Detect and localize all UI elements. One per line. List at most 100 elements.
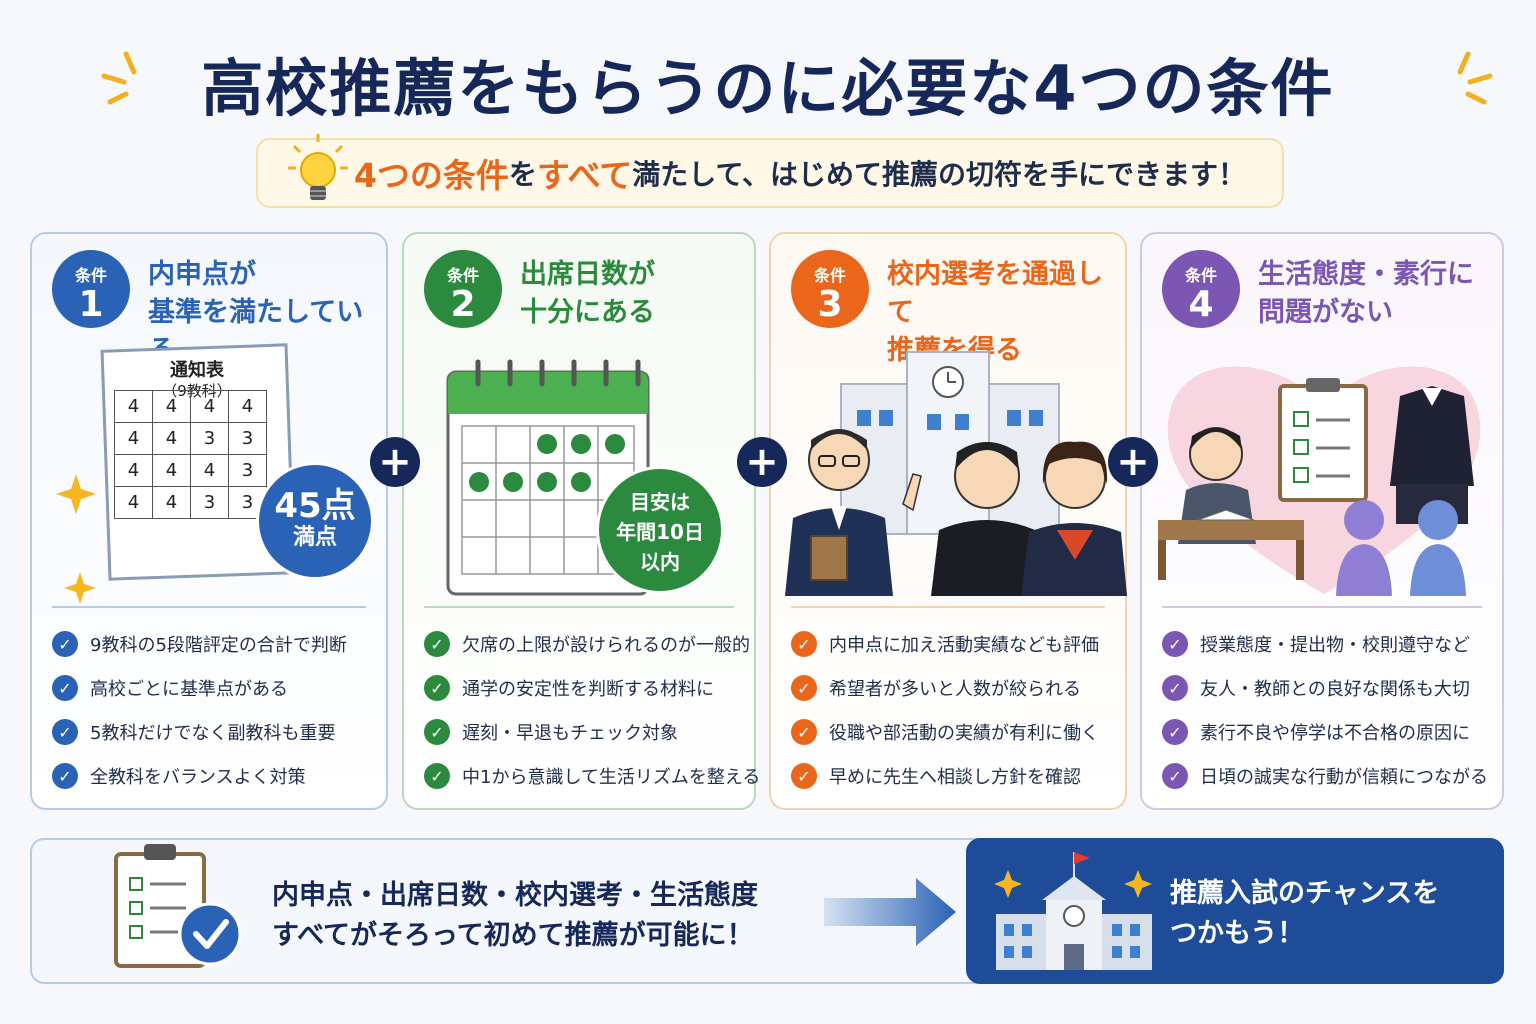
behavior-illustration [1158, 366, 1481, 596]
list-item: ✓授業態度・提出物・校則遵守など [1162, 622, 1488, 666]
subtitle-banner: 4つの条件 を すべて 満たして、はじめて推薦の切符を手にできます！ [256, 138, 1284, 208]
grade-cell: 4 [152, 422, 191, 455]
school-building-icon [994, 852, 1152, 970]
checkmark-icon: ✓ [791, 675, 817, 701]
student-girl-icon [1021, 441, 1127, 596]
arrow-right-icon [824, 878, 956, 946]
grade-cell: 4 [152, 454, 191, 487]
clipboard-checklist-icon [1278, 378, 1368, 502]
grade-cell: 4 [114, 390, 153, 423]
score-value: 45点 [274, 486, 356, 526]
checkmark-icon: ✓ [424, 719, 450, 745]
condition-badge: 条件 4 [1162, 250, 1240, 328]
condition-title-line: 十分にある [520, 297, 655, 328]
school-building-icon [840, 351, 1060, 535]
condition-badge: 条件 3 [791, 250, 869, 328]
condition-bullets: ✓欠席の上限が設けられるのが一般的 ✓通学の安定性を判断する材料に ✓遅刻・早退… [424, 622, 760, 798]
list-item: ✓内申点に加え活動実績なども評価 [791, 622, 1099, 666]
condition-bullets: ✓内申点に加え活動実績なども評価 ✓希望者が多いと人数が絞られる ✓役職や部活動… [791, 622, 1099, 798]
list-item: ✓友人・教師との良好な関係も大切 [1162, 666, 1488, 710]
badge-label: 条件 [446, 266, 479, 285]
condition-card-2: 条件 2 出席日数が 十分にある 目安は 年間10日 以内 [402, 232, 760, 810]
checkmark-icon: ✓ [52, 763, 78, 789]
checkmark-icon: ✓ [791, 631, 817, 657]
grade-cell: 4 [190, 390, 229, 423]
checkmark-icon: ✓ [791, 763, 817, 789]
grade-cell: 4 [114, 486, 153, 519]
badge-label: 条件 [74, 266, 107, 285]
divider [424, 606, 734, 608]
badge-number: 3 [817, 284, 843, 325]
grade-cell: 4 [152, 486, 191, 519]
goal-text: 推薦入試のチャンスを つかもう！ [1170, 878, 1440, 949]
badge-number: 4 [1188, 284, 1214, 325]
sparkle-icon [56, 474, 96, 514]
handshake-people-icon [1336, 500, 1466, 596]
grade-cell: 3 [190, 486, 229, 519]
grade-cell: 4 [152, 390, 191, 423]
subtitle-highlight-1: 4つの条件 [353, 156, 509, 195]
subtitle-text: 満たして、はじめて推薦の切符を手にできます！ [632, 158, 1247, 191]
list-item: ✓欠席の上限が設けられるのが一般的 [424, 622, 760, 666]
divider [791, 606, 1105, 608]
accent-lines-icon [101, 51, 137, 105]
list-item: ✓5教科だけでなく副教科も重要 [52, 710, 347, 754]
checkmark-icon: ✓ [52, 631, 78, 657]
list-item: ✓全教科をバランスよく対策 [52, 754, 347, 798]
list-item: ✓早めに先生へ相談し方針を確認 [791, 754, 1099, 798]
checkmark-icon: ✓ [791, 719, 817, 745]
subtitle-text: を [508, 158, 537, 191]
checkmark-icon: ✓ [52, 675, 78, 701]
list-item: ✓役職や部活動の実績が有利に働く [791, 710, 1099, 754]
lightbulb-icon [288, 134, 348, 200]
list-item: ✓素行不良や停学は不合格の原因に [1162, 710, 1488, 754]
badge-label: 条件 [1184, 266, 1217, 285]
condition-badge: 条件 1 [52, 250, 130, 328]
attendance-goal-badge: 目安は 年間10日 以内 [596, 466, 724, 594]
grade-cell: 3 [228, 454, 267, 487]
grade-cell: 3 [228, 422, 267, 455]
checkmark-icon: ✓ [1162, 763, 1188, 789]
page-title: 高校推薦をもらうのに必要な4つの条件 [201, 52, 1335, 125]
checkmark-icon: ✓ [1162, 719, 1188, 745]
grade-cell: 4 [228, 390, 267, 423]
badge-number: 2 [450, 284, 476, 325]
plus-icon: + [737, 437, 787, 487]
school-selection-illustration [785, 351, 1127, 596]
summary-text: 内申点・出席日数・校内選考・生活態度 すべてがそろって初めて推薦が可能に！ [272, 880, 758, 951]
checkmark-icon: ✓ [424, 631, 450, 657]
badge-label: 条件 [813, 266, 846, 285]
plus-icon: + [370, 437, 420, 487]
subtitle-highlight-2: すべて [536, 156, 633, 195]
checkmark-icon: ✓ [424, 763, 450, 789]
checkmark-icon: ✓ [424, 675, 450, 701]
condition-title-line: 内申点が [148, 259, 256, 290]
plus-icon: + [1108, 437, 1158, 487]
condition-title: 生活態度・素行に 問題がない [1258, 256, 1474, 332]
condition-title: 出席日数が 十分にある [520, 256, 655, 332]
grade-cell: 4 [190, 454, 229, 487]
student-boy-icon [931, 442, 1041, 596]
badge-number: 1 [78, 284, 104, 325]
list-item: ✓高校ごとに基準点がある [52, 666, 347, 710]
grade-cell: 4 [114, 422, 153, 455]
condition-card-4: 条件 4 生活態度・素行に 問題がない [1140, 232, 1504, 810]
score-label: 満点 [292, 525, 337, 550]
checkmark-icon: ✓ [1162, 631, 1188, 657]
condition-title-line: 生活態度・素行に [1258, 259, 1474, 290]
condition-badge: 条件 2 [424, 250, 502, 328]
grade-cell: 3 [190, 422, 229, 455]
teacher-icon [785, 429, 922, 596]
calendar-icon [446, 359, 650, 596]
condition-title: 校内選考を通過して 推薦を得る [887, 256, 1125, 370]
divider [1162, 606, 1482, 608]
grade-cell: 4 [114, 454, 153, 487]
list-item: ✓遅刻・早退もチェック対象 [424, 710, 760, 754]
sparkle-icon [64, 572, 96, 604]
clipboard-check-icon [114, 844, 242, 968]
